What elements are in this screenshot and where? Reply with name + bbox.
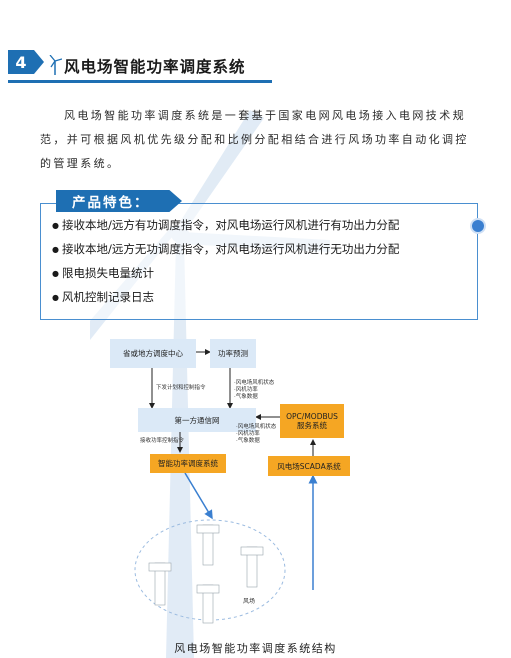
section-number-arrow (34, 50, 44, 74)
features-title-tab: 产品特色： (56, 190, 182, 212)
feature-item: 限电损失电量统计 (52, 262, 482, 286)
wind-farm-turbines (148, 524, 264, 624)
diagram-caption: 风电场智能功率调度系统结构 (174, 642, 337, 655)
turbine-icon (49, 55, 62, 75)
scada-item: ·风机功率 (236, 431, 260, 437)
dispatch-center-label: 省或地方调度中心 (123, 349, 183, 358)
opc-modbus-label: OPC/MODBUS 服务系统 (286, 412, 338, 430)
forecast-items: ·风电场风机状态 ·风机功率 ·气象数据 (234, 380, 274, 401)
scada-label: 风电场SCADA系统 (277, 461, 341, 471)
power-forecast-label: 功率预测 (218, 349, 248, 358)
scada-item: ·气象数据 (236, 438, 260, 444)
section-number-badge: 4 (8, 50, 34, 74)
intro-paragraph: 风电场智能功率调度系统是一套基于国家电网风电场接入电网技术规范，并可根据风机优先… (40, 104, 472, 176)
feature-item: 接收本地/远方有功调度指令，对风电场运行风机进行有功出力分配 (52, 214, 482, 238)
section-title-underline (8, 80, 272, 83)
scada-node: 风电场SCADA系统 (268, 456, 350, 476)
forecast-item: ·气象数据 (234, 394, 258, 400)
scada-items: ·风电场风机状态 ·风机功率 ·气象数据 (236, 424, 276, 445)
forecast-item: ·风电场风机状态 (234, 380, 275, 386)
dispatch-center-node: 省或地方调度中心 (110, 339, 196, 368)
intro-text: 风电场智能功率调度系统是一套基于国家电网风电场接入电网技术规范，并可根据风机优先… (40, 109, 469, 170)
turbine-icon (240, 546, 264, 588)
turbine-icon (196, 584, 220, 624)
feature-item: 风机控制记录日志 (52, 286, 482, 310)
scada-item: ·风电场风机状态 (236, 424, 277, 430)
comm-to-system-label: 接收功率控制指令 (140, 438, 185, 444)
opc-modbus-node: OPC/MODBUS 服务系统 (280, 404, 344, 438)
forecast-item: ·风机功率 (234, 387, 258, 393)
feature-item: 接收本地/远方无功调度指令，对风电场运行风机进行无功出力分配 (52, 238, 482, 262)
section-number: 4 (15, 52, 27, 72)
comm-network-node: 第一方通信网 (138, 408, 256, 432)
wind-farm-label: 风场 (243, 598, 256, 605)
smart-dispatch-system-node: 智能功率调度系统 (150, 454, 226, 473)
dispatch-to-comm-label: 下发计划和控制指令 (156, 385, 206, 391)
features-title: 产品特色： (72, 195, 150, 211)
turbine-icon (148, 562, 172, 606)
comm-network-label: 第一方通信网 (174, 415, 220, 425)
section-title: 风电场智能功率调度系统 (64, 58, 246, 76)
smart-dispatch-system-label: 智能功率调度系统 (158, 459, 218, 468)
features-list: 接收本地/远方有功调度指令，对风电场运行风机进行有功出力分配 接收本地/远方无功… (52, 214, 482, 310)
turbine-icon (196, 524, 220, 566)
power-forecast-node: 功率预测 (210, 339, 256, 368)
